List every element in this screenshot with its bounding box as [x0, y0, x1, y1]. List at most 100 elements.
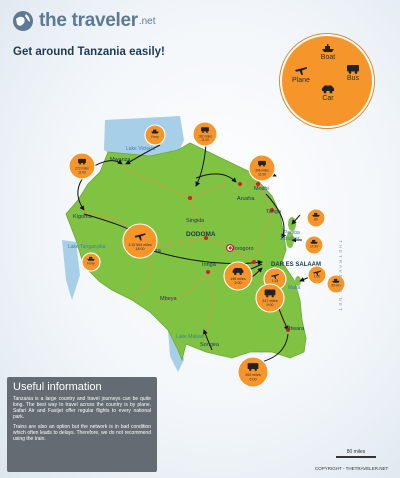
vertical-watermark: THETRAVELER.NET: [338, 240, 343, 313]
legend-boat: Boat: [313, 44, 343, 61]
transport-legend: Boat Plane Bus Car: [280, 34, 374, 128]
bus-icon: [258, 160, 266, 167]
route-badge-text: 5:00: [235, 281, 242, 285]
label-dar-es-salaam: DAR ES SALAAM: [271, 262, 321, 268]
route-badge: 1:00: [307, 265, 327, 285]
route-badge-text: 1:15 564 miles: [128, 243, 152, 247]
route-badge-text: Ferry: [87, 262, 95, 266]
city-marker: [188, 196, 192, 200]
brand-logo[interactable]: the traveler .net: [12, 8, 156, 34]
plane-icon: [295, 67, 307, 75]
label-mafia: Mafia: [288, 285, 300, 291]
scale-bar: 80 miles: [322, 449, 390, 458]
route-badge-text: 272 miles: [75, 167, 89, 171]
label-morogoro: Morogoro: [230, 246, 254, 252]
bus-icon: [78, 158, 86, 165]
route-badge: 1h 30: [304, 235, 324, 255]
route-badge-text: 196 miles: [230, 277, 246, 281]
lake-tanganyika: [62, 240, 80, 300]
route-badge-text: 6:00: [250, 377, 257, 381]
page-title: Get around Tanzania easily!: [13, 46, 165, 58]
info-title: Useful information: [13, 381, 102, 393]
label-dodoma: DODOMA: [186, 231, 216, 238]
label-singida: Singida: [186, 218, 205, 224]
label-lake-tanganyika: Lake Tanganyika: [68, 244, 106, 250]
label-arusha: Arusha: [237, 196, 255, 202]
plane-icon: [134, 233, 146, 241]
boat-icon: [312, 212, 320, 217]
route-badge-text: 396 miles: [255, 169, 269, 173]
legend-plane: Plane: [286, 64, 316, 84]
useful-information-panel: Useful information Tanzania is a large c…: [7, 377, 157, 472]
label-iringa: Iringa: [202, 262, 217, 268]
route-badge-text: 1h 30: [310, 245, 318, 249]
label-pemba: Pemba: [284, 230, 300, 236]
route-badge-text: 11:00: [78, 170, 86, 174]
city-marker: [270, 208, 274, 212]
route-badge-text: 200 miles: [245, 373, 261, 377]
lake-victoria: [104, 116, 184, 162]
label-moshi: Moshi: [254, 186, 269, 192]
city-marker: [204, 236, 208, 240]
boat-icon: [151, 129, 159, 134]
route-badge-text: 11:00: [258, 172, 266, 176]
route-badge-text: 1:00: [314, 275, 320, 279]
zanzibar-island: [286, 232, 294, 248]
city-marker: [252, 260, 256, 264]
brand-tld: .net: [138, 15, 156, 27]
route-badge-text: 347 miles: [262, 299, 278, 303]
label-songea: Songea: [200, 342, 220, 348]
city-marker: [206, 270, 210, 274]
boat-icon: [87, 256, 95, 261]
route-badge-text: 11:00: [201, 138, 209, 142]
capital-marker: [226, 244, 235, 253]
plane-icon: [271, 273, 279, 280]
info-paragraph: Tanzania is a large country and travel j…: [13, 396, 151, 420]
legend-bus: Bus: [338, 64, 368, 82]
label-mtwara: Mtwara: [286, 326, 305, 332]
label-mwanza: Mwanza: [110, 157, 131, 163]
legend-car: Car: [313, 84, 343, 102]
city-marker: [286, 328, 290, 332]
scale-label: 80 miles: [346, 449, 366, 455]
route-badge-text: 18:00: [136, 247, 145, 251]
copyright: COPYRIGHT - THETRAVELER.NET: [315, 466, 389, 471]
bus-icon: [247, 363, 259, 372]
route-badge: Ferry: [81, 252, 101, 272]
route-badge-text: Ferry: [151, 135, 159, 139]
boat-icon: [322, 44, 334, 52]
route-badge: Ferry: [144, 124, 166, 146]
route-badge-text: 30 min: [331, 284, 341, 288]
info-paragraph: Trains are also an option but the networ…: [13, 424, 151, 442]
route-badge: 8h: [306, 208, 326, 228]
scale-line: [336, 456, 376, 458]
label-lake-malawi: Lake Malawi: [176, 334, 204, 340]
bus-icon: [347, 65, 359, 74]
bus-icon: [264, 289, 276, 298]
label-lake-victoria: Lake Victoria: [126, 146, 155, 152]
route-badge-text: 182 miles: [198, 134, 212, 138]
city-marker: [238, 182, 242, 186]
route-badge-text: 9:00: [267, 303, 274, 307]
route-badge: 30 min: [326, 274, 346, 294]
boat-icon: [332, 278, 340, 283]
label-mbeya: Mbeya: [160, 296, 177, 302]
plane-icon: [313, 270, 321, 276]
label-tanga: Tanga: [266, 209, 282, 215]
car-icon: [322, 85, 334, 94]
label-zanzibar: Zanzibar: [280, 236, 300, 242]
city-marker: [256, 182, 260, 186]
route-badge-text: 8h: [314, 218, 318, 222]
car-icon: [232, 267, 244, 276]
globe-logo-icon: [13, 11, 33, 31]
label-kigoma: Kigoma: [73, 214, 93, 220]
brand-name: the traveler: [39, 10, 138, 31]
